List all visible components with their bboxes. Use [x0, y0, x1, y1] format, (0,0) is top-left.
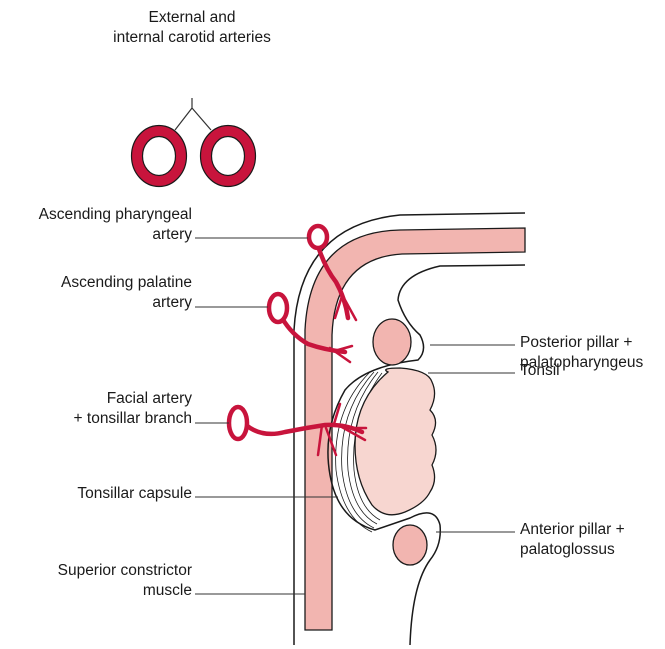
- label-constrictor-line1: Superior constrictor: [0, 561, 192, 581]
- label-asc-palatine-line1: Ascending palatine: [0, 273, 192, 293]
- label-anterior-pillar-line2: palatoglossus: [520, 540, 625, 560]
- label-constrictor-line2: muscle: [0, 581, 192, 601]
- label-asc-palatine-line2: artery: [0, 293, 192, 313]
- label-anterior-pillar: Anterior pillar + palatoglossus: [520, 520, 625, 560]
- label-posterior-pillar-line1: Posterior pillar +: [520, 333, 643, 353]
- label-tonsil-line1: Tonsil: [520, 361, 560, 381]
- label-facial-artery: Facial artery + tonsillar branch: [0, 389, 192, 429]
- posterior-pillar: [373, 319, 411, 365]
- label-superior-constrictor: Superior constrictor muscle: [0, 561, 192, 601]
- facial-artery: [229, 404, 366, 455]
- label-asc-pharyngeal-line1: Ascending pharyngeal: [0, 205, 192, 225]
- label-facial-line1: Facial artery: [0, 389, 192, 409]
- label-carotid-arteries: External and internal carotid arteries: [92, 8, 292, 48]
- label-asc-pharyngeal-line2: artery: [0, 225, 192, 245]
- anterior-pillar: [393, 525, 427, 565]
- label-ascending-pharyngeal-artery: Ascending pharyngeal artery: [0, 205, 192, 245]
- label-ascending-palatine-artery: Ascending palatine artery: [0, 273, 192, 313]
- label-capsule-line1: Tonsillar capsule: [0, 484, 192, 504]
- label-anterior-pillar-line1: Anterior pillar +: [520, 520, 625, 540]
- tonsil: [355, 368, 436, 515]
- carotid-arteries: [132, 98, 256, 187]
- label-carotid-line1: External and: [92, 8, 292, 28]
- label-tonsillar-capsule: Tonsillar capsule: [0, 484, 192, 504]
- label-facial-line2: + tonsillar branch: [0, 409, 192, 429]
- label-carotid-line2: internal carotid arteries: [92, 28, 292, 48]
- label-tonsil: Tonsil: [520, 361, 560, 381]
